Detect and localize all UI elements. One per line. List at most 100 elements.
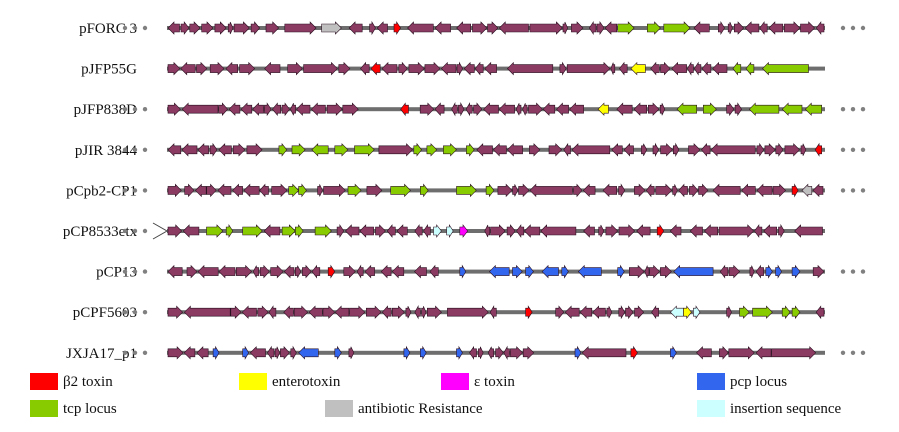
- legend-label: ε toxin: [474, 374, 515, 390]
- gene-arrow: [241, 305, 257, 319]
- gene-arrow: [633, 102, 648, 116]
- gene-arrow: [264, 61, 281, 76]
- gene-arrow: [408, 61, 425, 76]
- plasmid-name: pCP13: [96, 265, 137, 281]
- gene-arrow: [659, 103, 666, 116]
- gene-arrow: [287, 61, 303, 76]
- gene-arrow: [381, 61, 398, 76]
- gene-arrow: [270, 264, 284, 279]
- gene-arrow: [294, 265, 302, 278]
- gene-arrow: [240, 102, 253, 116]
- marker-gene-arrow: [801, 183, 813, 198]
- marker-gene-arrow: [288, 183, 300, 198]
- gene-arrow: [218, 102, 229, 116]
- gene-arrow: [180, 61, 196, 76]
- gene-arrow: [407, 21, 434, 35]
- gene-arrow: [343, 264, 356, 279]
- marker-gene-arrow: [791, 183, 799, 198]
- gene-arrow: [183, 346, 196, 360]
- gene-arrow: [651, 305, 659, 320]
- gene-arrow: [693, 21, 710, 35]
- marker-gene-arrow: [577, 264, 602, 279]
- gene-arrow: [365, 305, 382, 319]
- gene-arrow: [518, 183, 530, 198]
- gene-arrow: [718, 224, 755, 238]
- gene-arrow: [556, 102, 569, 116]
- gene-arrow: [426, 305, 442, 319]
- marker-gene-arrow: [663, 21, 691, 35]
- gene-arrow: [272, 102, 282, 117]
- gene-arrow: [756, 142, 765, 157]
- gene-arrow: [618, 183, 626, 198]
- gene-arrow: [492, 143, 507, 157]
- gene-arrow: [338, 61, 351, 76]
- gene-arrow: [463, 61, 475, 76]
- left-continuation-dots: [122, 107, 148, 112]
- marker-gene-arrow: [732, 61, 742, 76]
- gene-arrow: [396, 224, 408, 238]
- marker-gene-arrow: [762, 61, 809, 76]
- gene-arrow: [672, 142, 680, 157]
- right-continuation-dots: [840, 350, 866, 355]
- gene-arrow: [733, 21, 745, 35]
- gene-arrow: [259, 183, 269, 198]
- gene-arrow: [649, 264, 660, 279]
- plasmid-name: pJFP838D: [74, 102, 138, 118]
- gene-arrow: [728, 264, 741, 279]
- marker-gene-arrow: [298, 346, 319, 360]
- gene-arrow: [503, 345, 510, 360]
- gene-arrow: [476, 143, 493, 157]
- marker-gene-arrow: [525, 264, 534, 279]
- gene-arrow: [290, 103, 296, 116]
- gene-arrow: [201, 21, 214, 35]
- gene-arrow: [660, 264, 672, 279]
- gene-arrow: [414, 224, 423, 238]
- gene-arrow: [342, 102, 359, 116]
- gene-arrow: [744, 21, 760, 35]
- gene-arrow: [487, 21, 499, 35]
- marker-gene-arrow: [298, 183, 307, 198]
- gene-arrow: [579, 305, 593, 319]
- gene-arrow: [604, 21, 618, 35]
- gene-arrow: [206, 183, 217, 198]
- marker-gene-arrow: [281, 224, 296, 238]
- marker-gene-arrow: [466, 142, 475, 157]
- gene-arrow: [167, 346, 184, 360]
- gene-arrow: [274, 346, 281, 359]
- marker-gene-arrow: [354, 143, 375, 157]
- marker-gene-arrow: [314, 224, 332, 238]
- gene-arrow: [209, 61, 225, 76]
- gene-arrow: [263, 224, 281, 238]
- legend-swatch: [30, 373, 58, 390]
- marker-gene-arrow: [321, 21, 342, 35]
- gene-arrow: [386, 224, 396, 238]
- gene-arrow: [281, 102, 290, 117]
- gene-arrow: [181, 102, 219, 116]
- gene-arrow: [506, 224, 516, 238]
- gene-arrow: [243, 183, 260, 198]
- marker-gene-arrow: [413, 142, 422, 157]
- gene-arrow: [548, 143, 563, 157]
- legend-label: β2 toxin: [63, 374, 113, 390]
- right-continuation-dots: [840, 269, 866, 274]
- gene-arrow: [693, 61, 702, 76]
- gene-arrow: [217, 183, 232, 198]
- gene-arrow: [571, 21, 584, 35]
- gene-arrow: [183, 305, 231, 319]
- gene-arrow: [566, 61, 611, 76]
- gene-arrow: [698, 183, 709, 198]
- marker-gene-arrow: [765, 264, 773, 279]
- legend-swatch: [239, 373, 267, 390]
- gene-arrow: [605, 224, 619, 238]
- gene-arrow: [469, 345, 477, 360]
- gene-arrow: [465, 102, 473, 117]
- marker-gene-arrow: [669, 305, 684, 319]
- gene-arrow: [660, 61, 671, 76]
- marker-gene-arrow: [739, 305, 750, 319]
- marker-gene-arrow: [311, 143, 329, 157]
- gene-arrow: [180, 21, 190, 35]
- legend-item: β2 toxin: [30, 373, 113, 390]
- gene-arrow: [726, 306, 732, 319]
- gene-arrow: [322, 305, 336, 319]
